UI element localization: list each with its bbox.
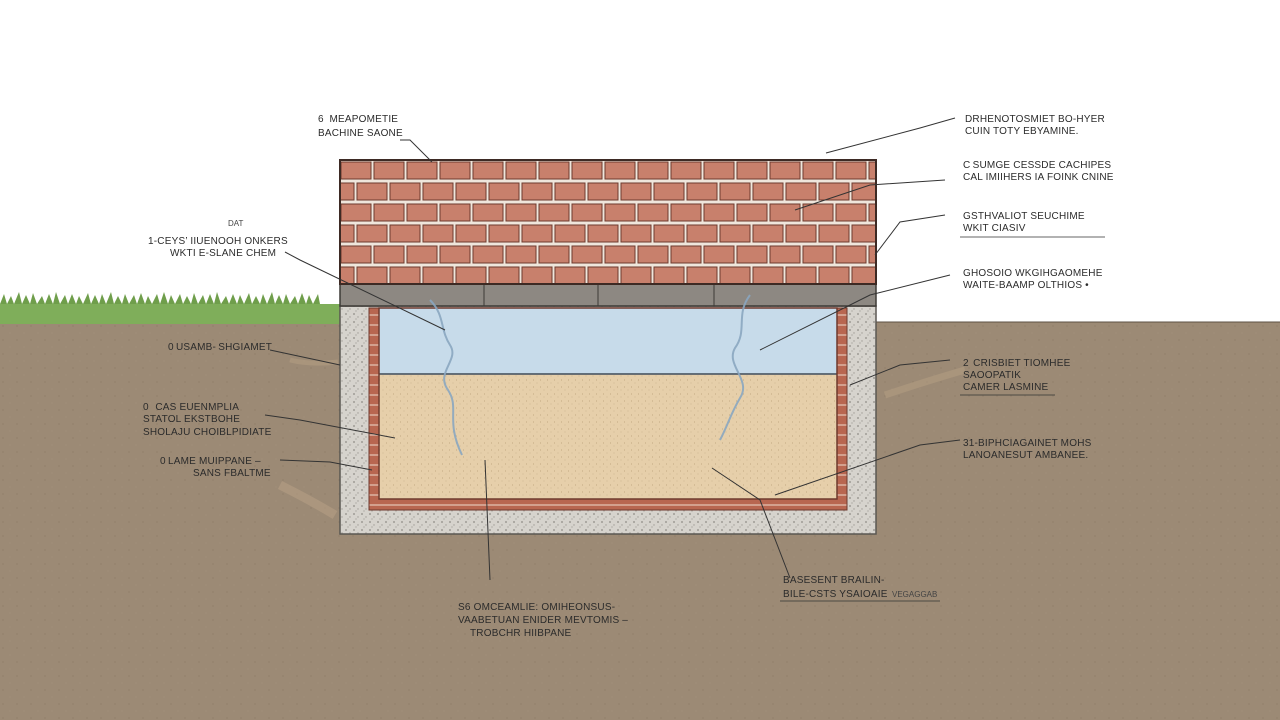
- label-left-1: DAT 1-CEYS’ IIUENOOH ONKERS WKTI E-SLANE…: [148, 219, 288, 259]
- label-left-4: 0 LAME MUIPPANE – SANS FBALTME: [160, 456, 271, 479]
- svg-text:WAITE-BAAMP OLTHIOS •: WAITE-BAAMP OLTHIOS •: [963, 280, 1089, 291]
- soil-streak: [883, 366, 966, 399]
- label-left-2: 0 USAMB- SHGIAMET: [168, 342, 272, 353]
- svg-text:31-BIPHCIAGAINET MOHS: 31-BIPHCIAGAINET MOHS: [963, 438, 1092, 449]
- svg-text:0 USAMB- SHGIAMET: 0 USAMB- SHGIAMET: [168, 342, 272, 353]
- moisture-path: [429, 299, 463, 456]
- label-left-3: 0 CAS EUENMPLIA STATOL EKSTBOHE SHOLAJU …: [143, 402, 272, 438]
- soil-streak: [277, 480, 338, 519]
- leader-lines: [264, 117, 961, 581]
- label-bottom-right: BASESENT BRAILIN- BILE-CSTS YSAIOAIE VEG…: [780, 575, 940, 602]
- svg-text:BACHINE SAONE: BACHINE SAONE: [318, 128, 403, 139]
- inner-chamber-outline: [378, 307, 838, 500]
- concrete-band: [339, 283, 877, 307]
- label-right-4: GHOSOIO WKGIHGAOMEHE WAITE-BAAMP OLTHIOS…: [963, 268, 1103, 291]
- brick-wall: [339, 159, 877, 285]
- label-right-6: 31-BIPHCIAGAINET MOHS LANOANESUT AMBANEE…: [963, 438, 1092, 461]
- svg-text:CAL IMIIHERS IA FOINK CNINE: CAL IMIIHERS IA FOINK CNINE: [963, 172, 1114, 183]
- svg-text:1-CEYS’ IIUENOOH ONKERS: 1-CEYS’ IIUENOOH ONKERS: [148, 236, 288, 247]
- svg-text:6 MEAPOMETIE: 6 MEAPOMETIE: [318, 114, 398, 125]
- svg-text:0 LAME MUIPPANE –: 0 LAME MUIPPANE –: [160, 456, 261, 467]
- svg-text:BILE-CSTS YSAIOAIE: BILE-CSTS YSAIOAIE: [783, 589, 888, 600]
- moisture-path: [719, 294, 751, 441]
- svg-text:BASESENT BRAILIN-: BASESENT BRAILIN-: [783, 575, 885, 586]
- svg-text:TROBCHR HIIBPANE: TROBCHR HIIBPANE: [470, 628, 571, 639]
- water-layer: [379, 308, 837, 374]
- label-right-5: 2 CRISBIET TIOMHEE SAOOPATIK CAMER LASMI…: [960, 358, 1071, 396]
- svg-text:LANOANESUT AMBANEE.: LANOANESUT AMBANEE.: [963, 450, 1088, 461]
- svg-text:CAMER LASMINE: CAMER LASMINE: [963, 382, 1049, 393]
- label-top-left: 6 MEAPOMETIE BACHINE SAONE: [318, 114, 403, 139]
- label-right-1: DRHENOTOSMIET BO-HYER CUIN TOTY EBYAMINE…: [965, 114, 1105, 137]
- label-right-2: C SUMGE CESSDE CACHIPES CAL IMIIHERS IA …: [963, 160, 1114, 183]
- svg-text:WKTI E-SLANE CHEM: WKTI E-SLANE CHEM: [170, 248, 276, 259]
- svg-text:GHOSOIO WKGIHGAOMEHE: GHOSOIO WKGIHGAOMEHE: [963, 268, 1103, 279]
- svg-text:VAABETUAN ENIDER MEVTOMIS –: VAABETUAN ENIDER MEVTOMIS –: [458, 615, 628, 626]
- soil-streak: [289, 357, 339, 366]
- svg-text:VEGAGGAB: VEGAGGAB: [892, 590, 937, 599]
- grass-strip: [0, 292, 340, 324]
- label-right-3: GSTHVALIOT SEUCHIME WKIT CIASIV: [960, 211, 1105, 238]
- svg-text:WKIT CIASIV: WKIT CIASIV: [963, 223, 1026, 234]
- sand-fill: [379, 375, 837, 499]
- svg-text:2 CRISBIET TIOMHEE: 2 CRISBIET TIOMHEE: [963, 358, 1071, 369]
- label-bottom-center: S6 OMCEAMLIE: OMIHEONSUS- VAABETUAN ENID…: [458, 602, 628, 639]
- svg-text:SHOLAJU CHOIBLPIDIATE: SHOLAJU CHOIBLPIDIATE: [143, 427, 272, 438]
- svg-text:DRHENOTOSMIET BO-HYER: DRHENOTOSMIET BO-HYER: [965, 114, 1105, 125]
- svg-text:C SUMGE CESSDE CACHIPES: C SUMGE CESSDE CACHIPES: [963, 160, 1111, 171]
- svg-text:S6 OMCEAMLIE: OMIHEONSUS-: S6 OMCEAMLIE: OMIHEONSUS-: [458, 602, 615, 613]
- svg-text:SANS FBALTME: SANS FBALTME: [193, 468, 271, 479]
- svg-text:CUIN TOTY EBYAMINE.: CUIN TOTY EBYAMINE.: [965, 126, 1079, 137]
- svg-text:GSTHVALIOT SEUCHIME: GSTHVALIOT SEUCHIME: [963, 211, 1085, 222]
- svg-text:DAT: DAT: [228, 219, 244, 228]
- svg-text:SAOOPATIK: SAOOPATIK: [963, 370, 1021, 381]
- svg-text:STATOL EKSTBOHE: STATOL EKSTBOHE: [143, 414, 240, 425]
- svg-text:0 CAS EUENMPLIA: 0 CAS EUENMPLIA: [143, 402, 239, 413]
